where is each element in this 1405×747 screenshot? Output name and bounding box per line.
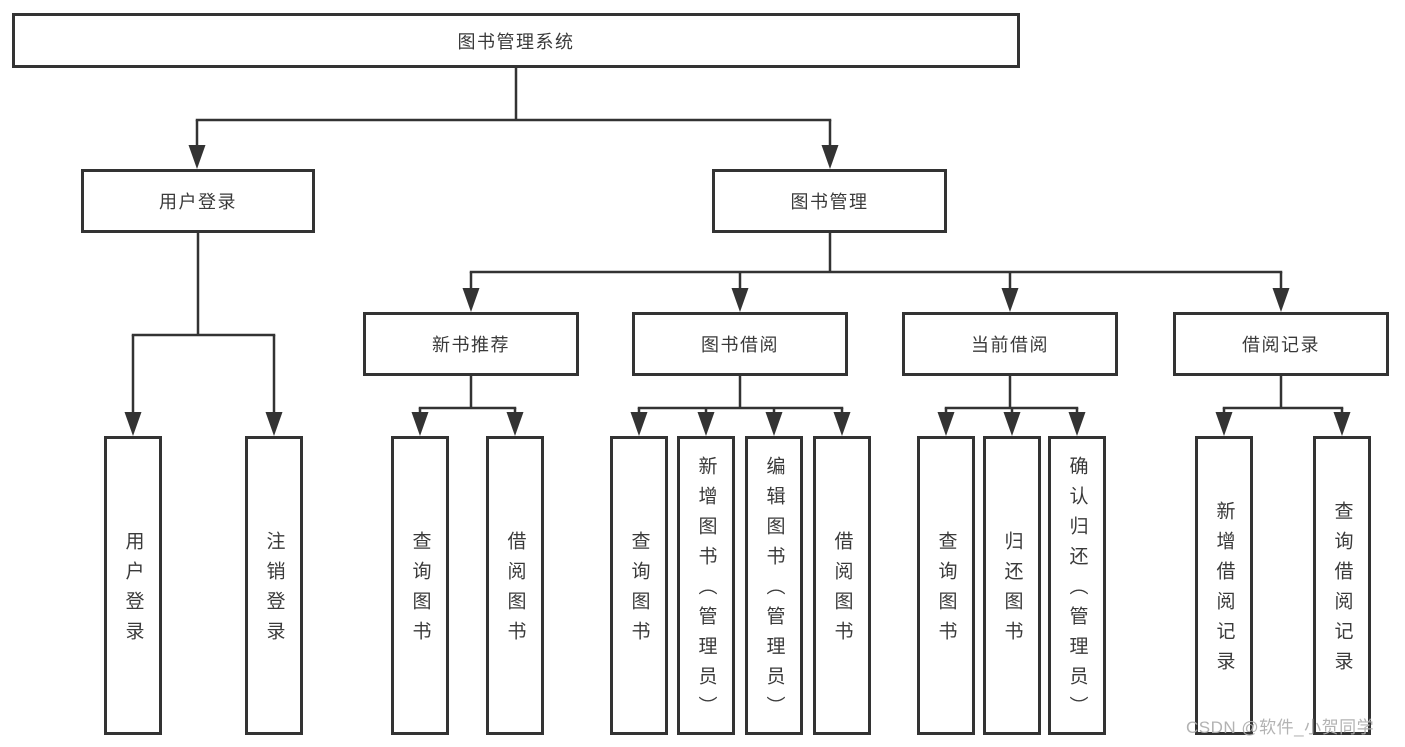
- node-label: 查询借阅记录: [1331, 501, 1353, 681]
- node-borrow-records: 借阅记录: [1173, 312, 1389, 376]
- node-label: 新增借阅记录: [1213, 501, 1235, 681]
- node-user-login: 用户登录: [81, 169, 315, 233]
- leaf-borrow-books-recommend: 借阅图书: [486, 436, 544, 735]
- node-label: 新增图书（管理员）: [695, 456, 717, 726]
- leaf-query-borrow-record: 查询借阅记录: [1313, 436, 1371, 735]
- node-label: 图书管理: [790, 192, 869, 212]
- leaf-edit-book-admin: 编辑图书（管理员）: [745, 436, 803, 735]
- node-label: 借阅图书: [831, 531, 853, 651]
- leaf-confirm-return-admin: 确认归还（管理员）: [1048, 436, 1106, 735]
- csdn-watermark: CSDN @软件_小贺同学: [1186, 718, 1375, 737]
- node-book-management: 图书管理: [712, 169, 947, 233]
- node-label: 查询图书: [935, 531, 957, 651]
- leaf-add-book-admin: 新增图书（管理员）: [677, 436, 735, 735]
- leaf-query-books-recommend: 查询图书: [391, 436, 449, 735]
- leaf-borrow-books: 借阅图书: [813, 436, 871, 735]
- node-label: 查询图书: [409, 531, 431, 651]
- node-label: 确认归还（管理员）: [1066, 456, 1088, 726]
- node-label: 归还图书: [1001, 531, 1023, 651]
- leaf-query-books-borrow: 查询图书: [610, 436, 668, 735]
- node-label: 用户登录: [159, 192, 237, 212]
- node-label: 借阅图书: [504, 531, 526, 651]
- leaf-logout: 注销登录: [245, 436, 303, 735]
- leaf-return-book: 归还图书: [983, 436, 1041, 735]
- node-label: 借阅记录: [1242, 335, 1320, 355]
- leaf-add-borrow-record: 新增借阅记录: [1195, 436, 1253, 735]
- node-label: 注销登录: [263, 531, 285, 651]
- node-new-book-recommend: 新书推荐: [363, 312, 579, 376]
- node-label: 查询图书: [628, 531, 650, 651]
- node-label: 新书推荐: [432, 335, 510, 355]
- node-label: 图书管理系统: [457, 31, 575, 52]
- node-label: 编辑图书（管理员）: [763, 456, 785, 726]
- node-label: 图书借阅: [701, 335, 779, 355]
- node-label: 用户登录: [122, 531, 144, 651]
- leaf-user-login: 用户登录: [104, 436, 162, 735]
- node-current-borrow: 当前借阅: [902, 312, 1118, 376]
- node-label: 当前借阅: [971, 335, 1049, 355]
- node-book-borrow: 图书借阅: [632, 312, 848, 376]
- node-library-system: 图书管理系统: [12, 13, 1020, 68]
- leaf-query-books-current: 查询图书: [917, 436, 975, 735]
